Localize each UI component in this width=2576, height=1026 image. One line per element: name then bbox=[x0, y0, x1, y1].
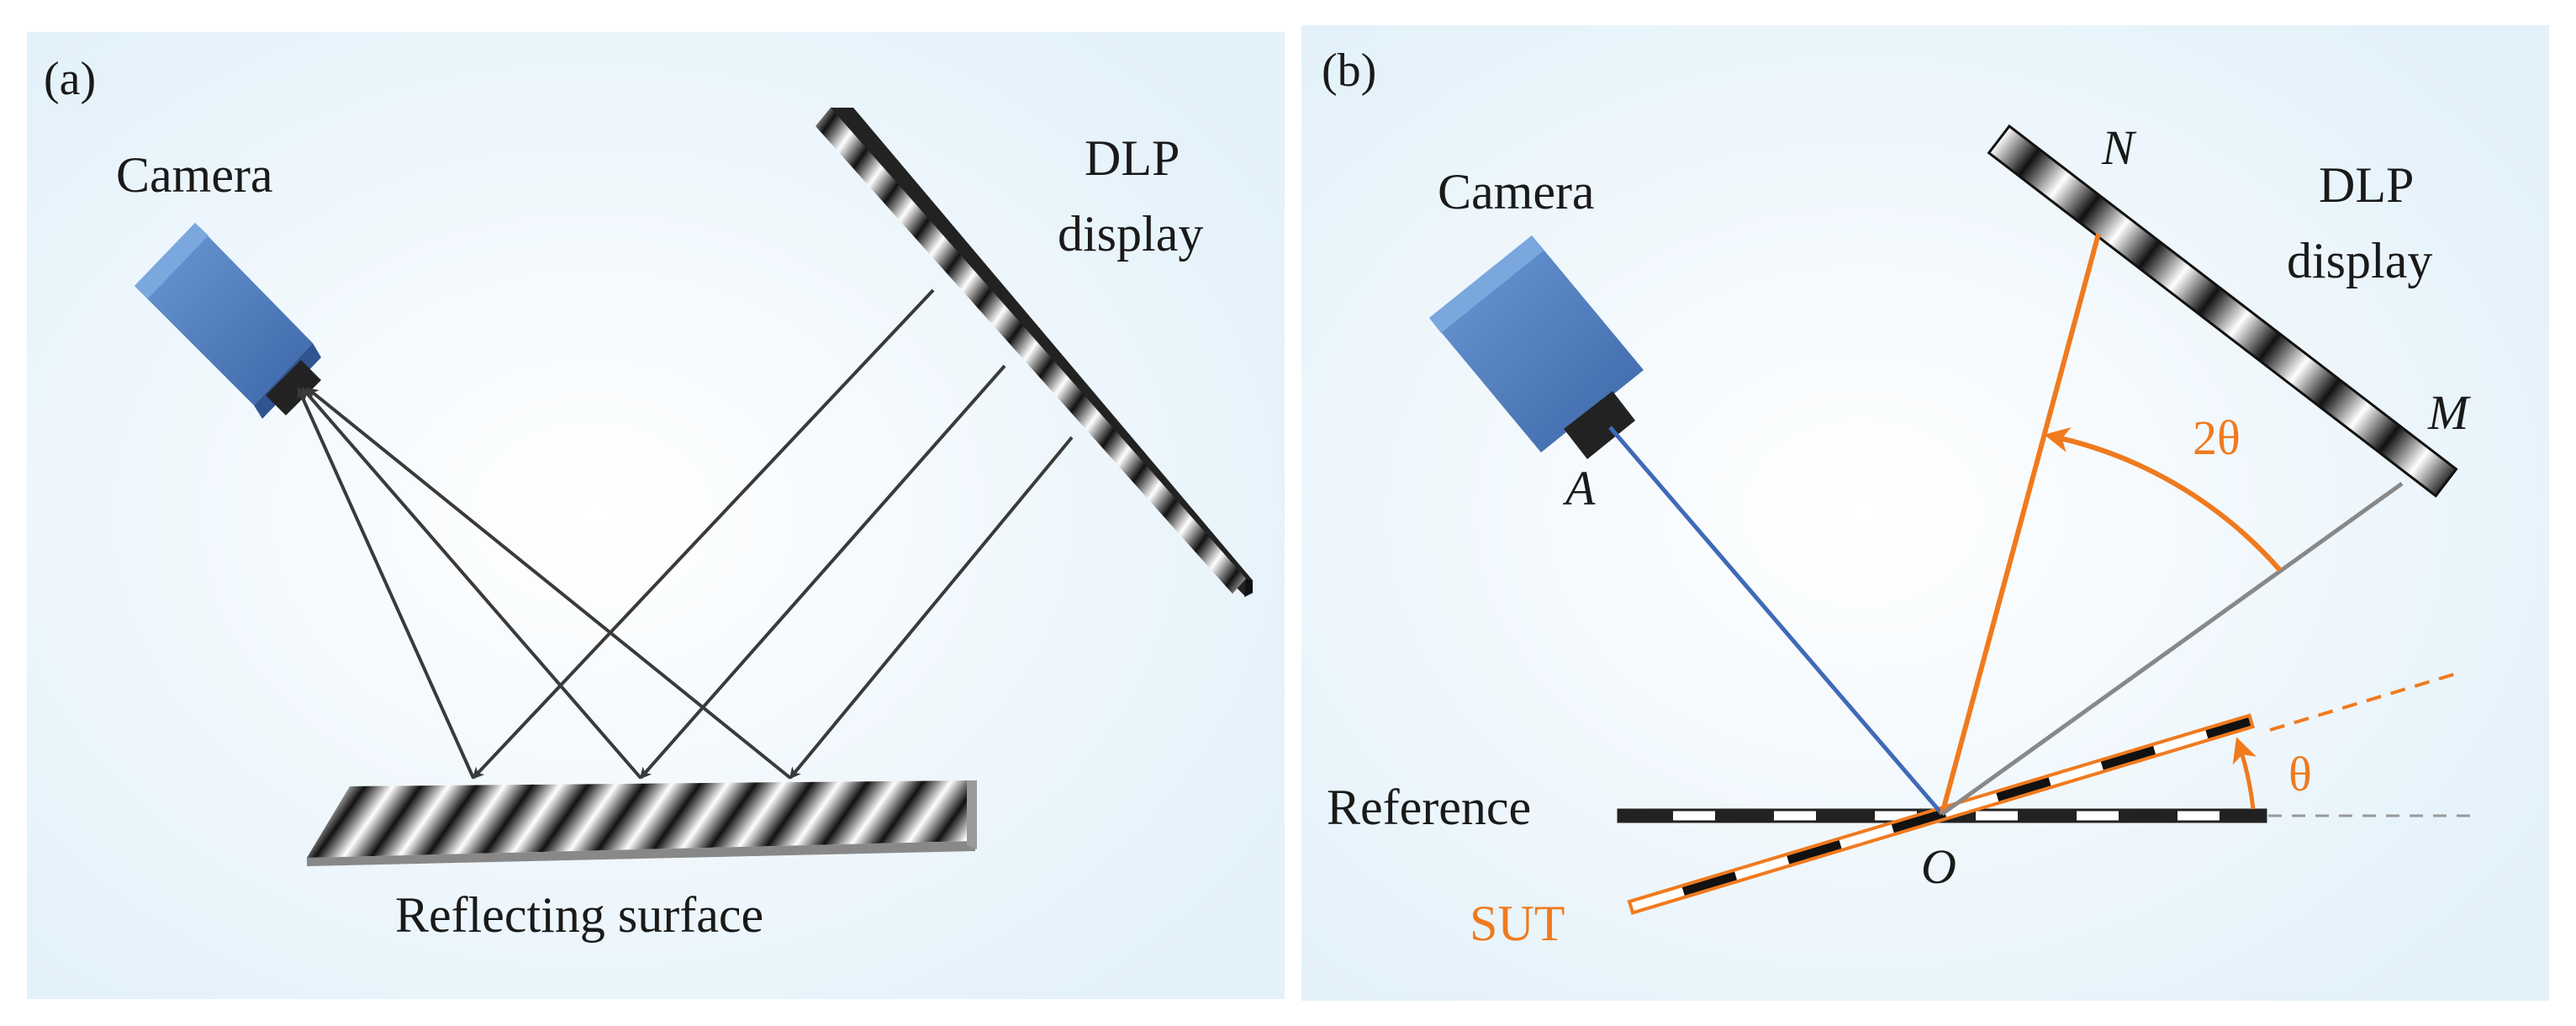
reflecting-surface-label: Reflecting surface bbox=[395, 887, 763, 943]
panel-b-tag: (b) bbox=[1322, 45, 1376, 97]
point-n-label: N bbox=[2101, 120, 2137, 175]
panel-b: (b) Camera DLP display A bbox=[1301, 25, 2549, 1001]
arc-2theta bbox=[2044, 427, 2283, 572]
reflecting-surface bbox=[307, 780, 977, 866]
ray-camera-to-o bbox=[1608, 426, 1944, 816]
sut-dashed-extension bbox=[2269, 671, 2460, 732]
panel-b-background bbox=[1301, 25, 2549, 1001]
dlp-display-b bbox=[1987, 124, 2458, 498]
panel-a: (a) Camera DLP bbox=[27, 32, 1285, 999]
dlp-b-label-line1: DLP bbox=[2319, 157, 2414, 213]
ray-o-to-m bbox=[1940, 481, 2404, 817]
angle-2theta-label: 2θ bbox=[2193, 410, 2241, 465]
angle-theta-label: θ bbox=[2288, 747, 2312, 801]
dlp-display-a bbox=[816, 108, 1253, 597]
camera-a bbox=[135, 223, 321, 419]
dlp-b-label-line2: display bbox=[2287, 233, 2432, 288]
camera-b-label: Camera bbox=[1438, 164, 1595, 219]
ray-o-to-n bbox=[1940, 233, 2101, 815]
reference-label: Reference bbox=[1327, 780, 1531, 835]
camera-b bbox=[1429, 235, 1644, 459]
camera-a-label: Camera bbox=[116, 147, 273, 203]
rays-a bbox=[297, 288, 1074, 780]
point-a-label: A bbox=[1562, 461, 1596, 516]
panel-a-tag: (a) bbox=[44, 53, 96, 105]
sut-label: SUT bbox=[1470, 896, 1565, 951]
arc-theta bbox=[2232, 737, 2257, 810]
dlp-a-label-line2: display bbox=[1058, 206, 1203, 262]
dlp-a-label-line1: DLP bbox=[1085, 130, 1180, 186]
point-m-label: M bbox=[2427, 385, 2471, 440]
point-o-label: O bbox=[1921, 839, 1956, 894]
